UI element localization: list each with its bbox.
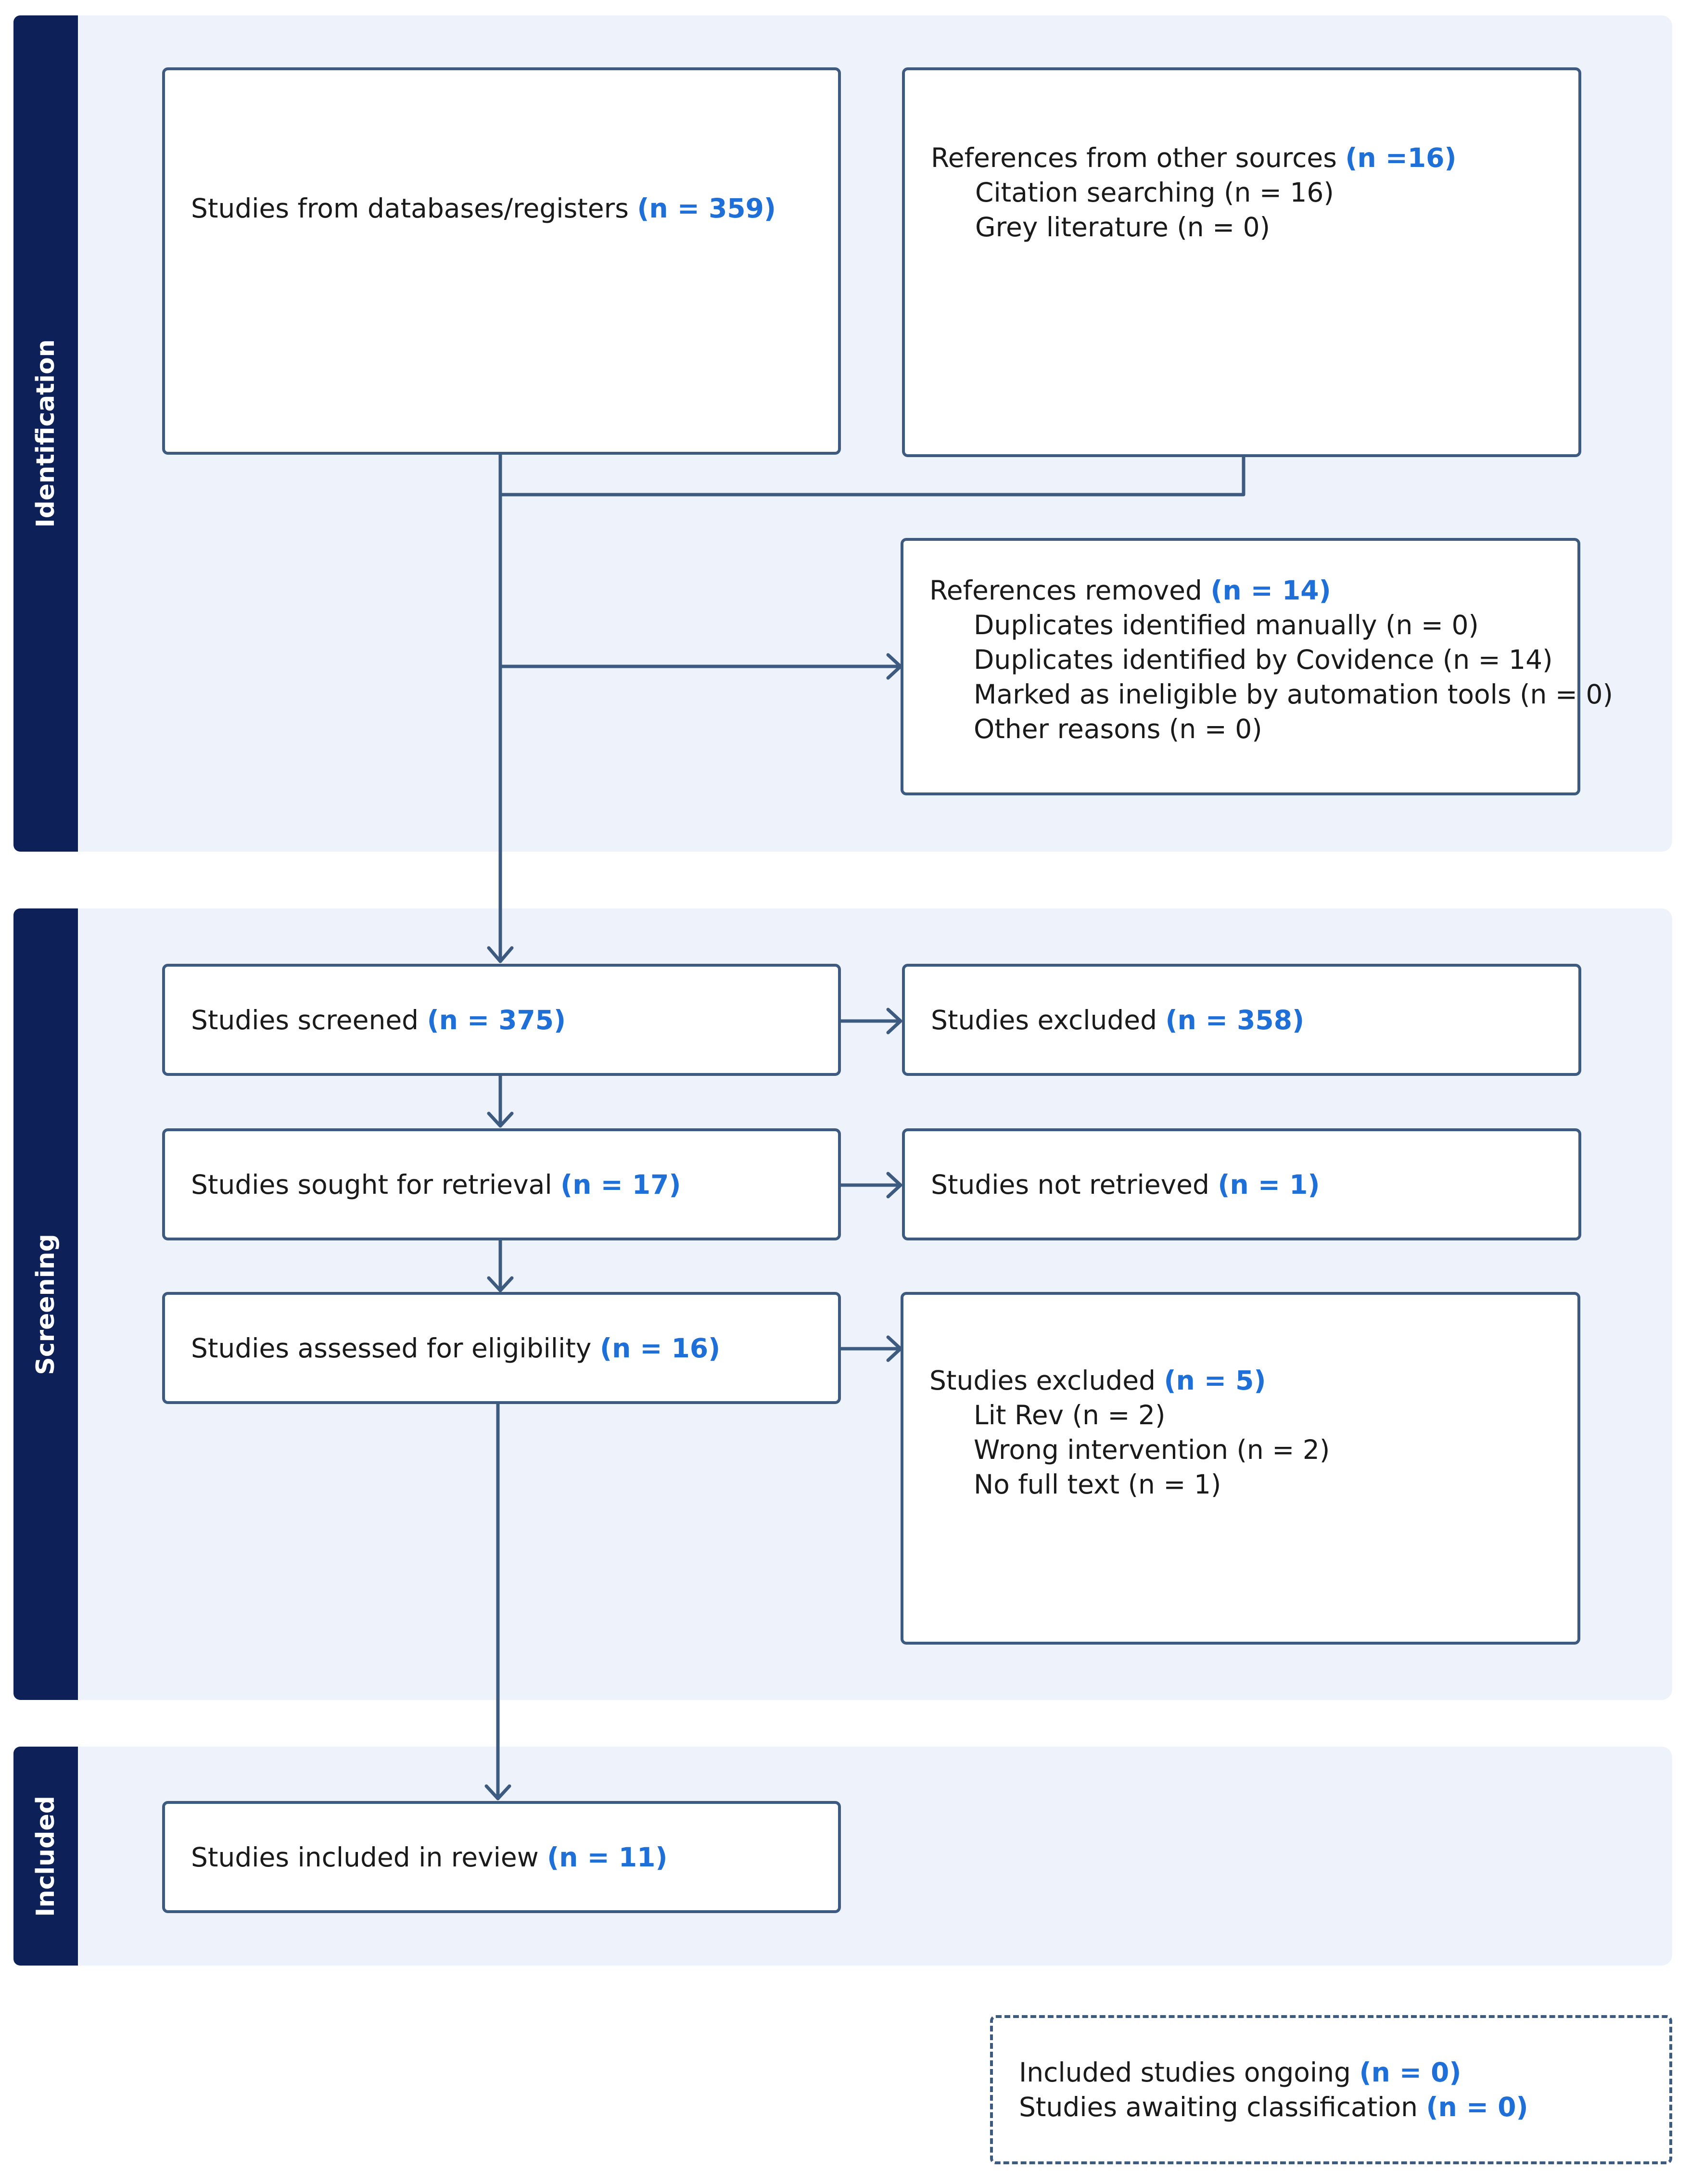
included-stage-label: Included: [31, 1795, 60, 1917]
eligibility-excluded-label: Studies excluded: [929, 1365, 1156, 1396]
assessed-eligibility-label: Studies assessed for eligibility: [191, 1332, 592, 1364]
screened-excluded-box: Studies excluded (n = 358): [902, 964, 1581, 1076]
citation-searching-item: Citation searching (n = 16): [975, 177, 1334, 208]
screened-excluded-count: (n = 358): [1165, 1004, 1305, 1035]
sought-retrieval-count: (n = 17): [560, 1169, 681, 1200]
screening-stage-bar: Screening: [13, 908, 78, 1700]
studies-screened-box: Studies screened (n = 375): [162, 964, 841, 1076]
awaiting-count: (n = 0): [1426, 2092, 1528, 2122]
duplicates-manual-item: Duplicates identified manually (n = 0): [974, 609, 1479, 640]
screening-stage-label: Screening: [31, 1233, 60, 1375]
ongoing-count: (n = 0): [1359, 2057, 1461, 2088]
identification-stage-label: Identification: [31, 339, 60, 528]
sought-retrieval-box: Studies sought for retrieval (n = 17): [162, 1128, 841, 1240]
sought-retrieval-label: Studies sought for retrieval: [191, 1169, 552, 1200]
other-sources-label: References from other sources: [931, 142, 1337, 173]
databases-label: Studies from databases/registers: [191, 192, 629, 224]
other-reasons-item: Other reasons (n = 0): [974, 713, 1262, 744]
ongoing-label: Included studies ongoing: [1019, 2057, 1351, 2088]
identification-stage-bar: Identification: [13, 15, 78, 852]
duplicates-covidence-item: Duplicates identified by Covidence (n = …: [974, 644, 1553, 675]
studies-included-count: (n = 11): [547, 1841, 668, 1873]
ineligible-automation-item: Marked as ineligible by automation tools…: [974, 678, 1613, 710]
studies-included-label: Studies included in review: [191, 1841, 539, 1873]
studies-screened-count: (n = 375): [427, 1004, 566, 1035]
databases-box: Studies from databases/registers (n = 35…: [162, 67, 841, 455]
not-retrieved-count: (n = 1): [1218, 1169, 1320, 1200]
ongoing-awaiting-box: Included studies ongoing (n = 0) Studies…: [990, 2015, 1672, 2164]
no-full-text-item: No full text (n = 1): [974, 1469, 1221, 1500]
studies-included-box: Studies included in review (n = 11): [162, 1801, 841, 1913]
references-removed-box: References removed (n = 14) Duplicates i…: [901, 538, 1613, 795]
references-removed-label: References removed: [929, 575, 1202, 606]
not-retrieved-label: Studies not retrieved: [931, 1169, 1209, 1200]
assessed-eligibility-box: Studies assessed for eligibility (n = 16…: [162, 1292, 841, 1404]
eligibility-excluded-count: (n = 5): [1164, 1365, 1266, 1396]
screened-excluded-label: Studies excluded: [931, 1004, 1157, 1035]
grey-literature-item: Grey literature (n = 0): [975, 212, 1271, 243]
other-sources-box: References from other sources (n =16) Ci…: [902, 67, 1581, 457]
studies-screened-label: Studies screened: [191, 1004, 419, 1035]
included-stage-bar: Included: [13, 1747, 78, 1966]
references-removed-count: (n = 14): [1210, 575, 1331, 606]
eligibility-excluded-box: Studies excluded (n = 5) Lit Rev (n = 2)…: [901, 1292, 1580, 1645]
databases-count: (n = 359): [637, 192, 776, 224]
awaiting-label: Studies awaiting classification: [1019, 2092, 1418, 2122]
assessed-eligibility-count: (n = 16): [599, 1332, 721, 1364]
not-retrieved-box: Studies not retrieved (n = 1): [902, 1128, 1581, 1240]
wrong-intervention-item: Wrong intervention (n = 2): [974, 1434, 1330, 1465]
other-sources-count: (n =16): [1345, 142, 1457, 173]
lit-rev-item: Lit Rev (n = 2): [974, 1399, 1166, 1430]
